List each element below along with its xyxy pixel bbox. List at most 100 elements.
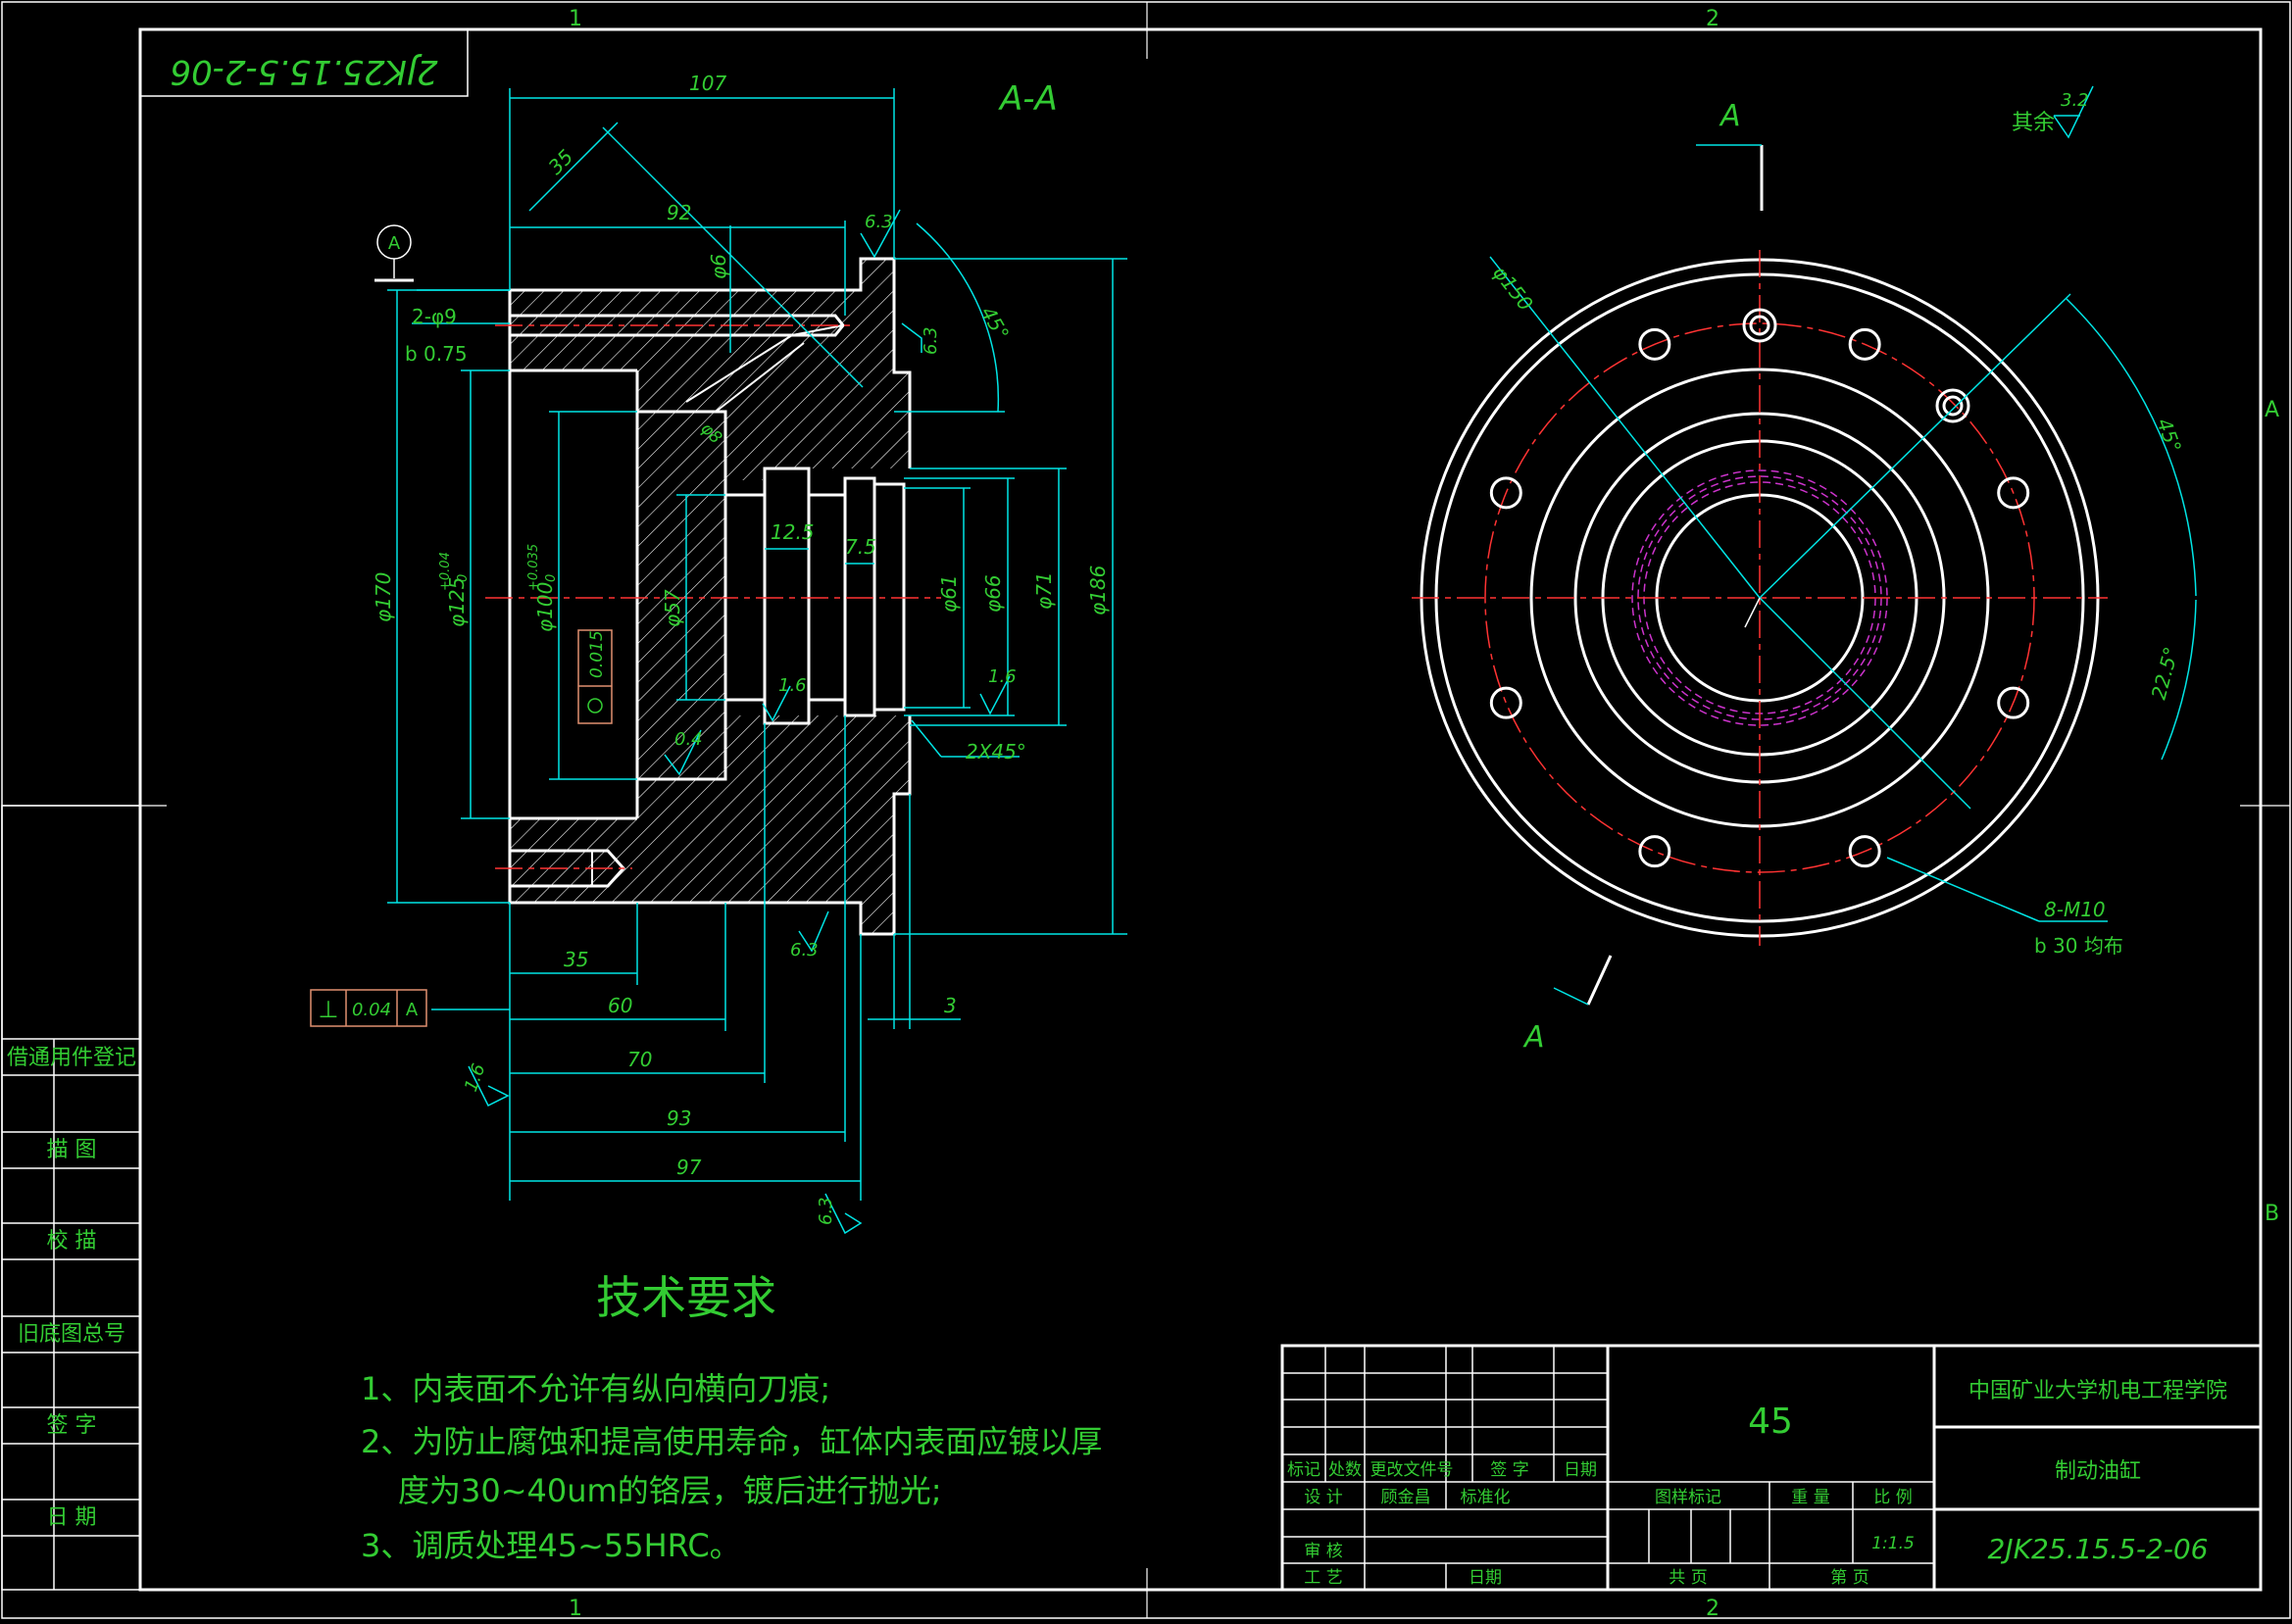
dim-phi170: φ170 xyxy=(372,572,395,622)
roughness-symbols xyxy=(468,209,1011,1235)
bolt-hole xyxy=(1997,686,2030,719)
holes-label: 8-M10 xyxy=(2044,898,2106,921)
roughness-0-4: 0.4 xyxy=(674,729,703,750)
section-hatch xyxy=(510,259,910,934)
oil-hole xyxy=(1742,308,1777,343)
other-roughness-value: 3.2 xyxy=(2061,90,2089,111)
roughness-6-3-face: 6.3 xyxy=(921,326,941,355)
dim-phi6: φ6 xyxy=(707,254,730,279)
dim-angle-22-5: 22.5° xyxy=(2147,644,2183,702)
dim-2-phi9: 2-φ9 xyxy=(412,305,457,328)
tb-designer: 顾金昌 xyxy=(1381,1488,1431,1507)
datum-a-letter: A xyxy=(388,233,401,254)
dim-angle-45-end: 45° xyxy=(2152,416,2186,457)
dim-phi61: φ61 xyxy=(937,574,961,613)
tb-mark: 标记 xyxy=(1287,1460,1320,1480)
bolt-hole xyxy=(1489,476,1522,510)
tech-line-4: 3、调质处理45~55HRC。 xyxy=(361,1527,741,1564)
dim-12-5: 12.5 xyxy=(771,520,815,544)
tech-title: 技术要求 xyxy=(596,1271,776,1324)
dim-phi100-tol-upper: +0.035 xyxy=(526,544,541,591)
side-row-trace: 描 图 xyxy=(47,1138,97,1162)
roughness-1-6-bore: 1.6 xyxy=(988,666,1017,687)
tb-sheet: 第 页 xyxy=(1830,1568,1868,1588)
angle-arc xyxy=(916,222,1000,413)
dim-angle-45: 45° xyxy=(976,303,1015,345)
tb-design: 设 计 xyxy=(1304,1488,1342,1507)
bolt-hole xyxy=(1638,327,1671,361)
tb-part-name: 制动油缸 xyxy=(2055,1459,2141,1484)
end-view: A A φ150 45° 22.5° 8-M10 b 30 均布 其余 3.2 xyxy=(1412,85,2197,1055)
dim-3: 3 xyxy=(944,994,957,1017)
perpendicularity-tolerance-frame: ⊥ 0.04 A xyxy=(310,989,427,1027)
other-roughness-label: 其余 xyxy=(2012,111,2055,135)
dim-35: 35 xyxy=(564,948,588,971)
section-centerlines xyxy=(485,324,941,869)
section-mark-bottom: A xyxy=(1522,1020,1545,1055)
tb-sign: 签 字 xyxy=(1490,1460,1528,1480)
tb-scale-value: 1:1.5 xyxy=(1871,1534,1915,1553)
dim-60: 60 xyxy=(608,994,632,1017)
bolt-hole xyxy=(1997,476,2030,510)
tech-line-1: 1、内表面不允许有纵向横向刀痕; xyxy=(361,1370,830,1407)
end-view-holes xyxy=(1489,308,2030,868)
side-table: 借通用件登记 描 图 校 描 旧底图总号 签 字 日 期 xyxy=(1,805,141,1591)
dim-107: 107 xyxy=(689,72,726,95)
section-cut-marks xyxy=(1553,144,1764,1006)
dim-b075: b 0.75 xyxy=(405,342,468,366)
cylindricity-tolerance-frame: 0.015 xyxy=(577,629,613,724)
zone-top-1: 1 xyxy=(569,7,582,31)
side-row-sign: 签 字 xyxy=(47,1413,97,1438)
bolt-hole xyxy=(1638,835,1671,868)
side-row-old-number: 旧底图总号 xyxy=(18,1322,125,1347)
zone-top-2: 2 xyxy=(1706,7,1719,31)
section-dimension-text: 107 35 92 φ6 2-φ9 b 0.75 φ170 φ125 +0.04… xyxy=(372,72,1110,1179)
dim-92: 92 xyxy=(667,201,691,224)
perpendicularity-datum: A xyxy=(406,1000,419,1020)
holes-depth: b 30 均布 xyxy=(2034,934,2123,958)
tb-date: 日期 xyxy=(1564,1460,1597,1480)
zone-bottom-1: 1 xyxy=(569,1597,582,1620)
tb-doc: 更改文件号 xyxy=(1370,1460,1454,1480)
technical-requirements: 技术要求 1、内表面不允许有纵向横向刀痕; 2、为防止腐蚀和提高使用寿命，缸体内… xyxy=(361,1271,1102,1564)
tech-line-3: 度为30~40um的铬层，镀后进行抛光; xyxy=(398,1472,942,1509)
datum-a: A xyxy=(374,224,414,282)
tb-total: 共 页 xyxy=(1669,1568,1707,1588)
zone-bottom-2: 2 xyxy=(1706,1597,1719,1620)
end-view-centerlines xyxy=(1412,250,2108,946)
tb-review: 审 核 xyxy=(1304,1542,1342,1561)
tb-process: 工 艺 xyxy=(1304,1568,1342,1588)
roughness-values: 6.3 6.3 6.3 6.3 0.4 1.6 1.6 1.6 xyxy=(461,212,1017,1225)
dim-phi125: φ125 xyxy=(445,577,469,627)
dim-phi71: φ71 xyxy=(1032,571,1056,610)
dim-phi100: φ100 xyxy=(533,582,557,632)
zone-labels: 1 2 1 2 A B xyxy=(569,7,2279,1621)
tb-material: 45 xyxy=(1748,1402,1793,1442)
dim-phi125-tol-lower: 0 xyxy=(456,574,471,582)
dim-chamfer: 2X45° xyxy=(966,740,1026,763)
oil-hole xyxy=(1935,388,1970,423)
tb-stage: 图样标记 xyxy=(1655,1488,1721,1507)
title-block: 标记 处数 更改文件号 签 字 日期 设 计 顾金昌 标准化 审 核 工 艺 日… xyxy=(1280,1344,2263,1592)
drawing-code-box: 2JK25.15.5-2-06 xyxy=(140,29,469,97)
bolt-hole xyxy=(1848,327,1881,361)
cylindricity-icon xyxy=(587,698,603,714)
zone-right-b: B xyxy=(2265,1202,2279,1226)
tb-count: 处数 xyxy=(1328,1460,1362,1480)
section-mark-top: A xyxy=(1719,99,1741,133)
tb-scale-label: 比 例 xyxy=(1873,1488,1912,1507)
dim-phi125-tol-upper: +0.04 xyxy=(438,552,453,591)
dim-phi100-tol-lower: 0 xyxy=(544,574,559,582)
tech-line-2: 2、为防止腐蚀和提高使用寿命，缸体内表面应镀以厚 xyxy=(361,1423,1102,1460)
bolt-hole xyxy=(1489,686,1522,719)
roughness-6-3-end: 6.3 xyxy=(816,1197,836,1225)
roughness-1-6-left: 1.6 xyxy=(461,1061,490,1095)
perpendicularity-icon: ⊥ xyxy=(319,996,339,1023)
bolt-hole xyxy=(1848,835,1881,868)
dim-7-5: 7.5 xyxy=(845,535,876,559)
tb-standard: 标准化 xyxy=(1461,1488,1511,1507)
section-outline xyxy=(508,257,912,936)
